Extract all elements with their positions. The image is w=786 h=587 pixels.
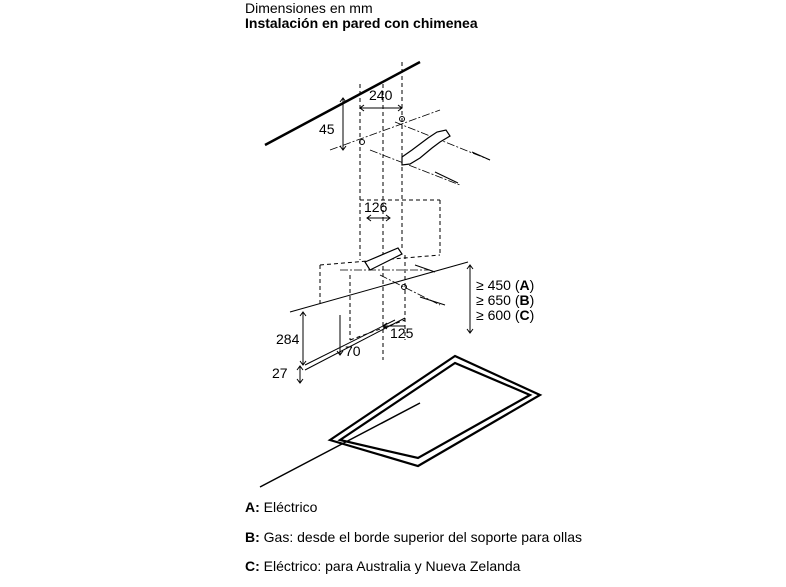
- diagram-title: Instalación en pared con chimenea: [245, 15, 478, 31]
- dim-284-line: [299, 311, 307, 366]
- dim-27-label: 27: [272, 365, 288, 381]
- dim-45-line: [339, 97, 347, 151]
- chimney-outline: [319, 62, 441, 360]
- dim-b-label: ≥ 650 (B): [476, 292, 534, 308]
- dim-70-line: [336, 315, 344, 356]
- lower-screws: [401, 264, 446, 306]
- legend-c-key: C:: [245, 558, 260, 574]
- dim-126-line: [366, 214, 391, 222]
- dim-284-label: 284: [276, 331, 300, 347]
- upper-bracket: [401, 129, 451, 166]
- dim-45-label: 45: [319, 121, 335, 137]
- dim-70-label: 70: [345, 343, 361, 359]
- upper-screws: [359, 116, 491, 184]
- dim-126-label: 126: [364, 199, 388, 215]
- legend-a: A: Eléctrico: [245, 500, 565, 515]
- legend-a-key: A:: [245, 499, 260, 515]
- legend-b-text: Gas: desde el borde superior del soporte…: [263, 529, 582, 545]
- legend-b: B: Gas: desde el borde superior del sopo…: [245, 530, 583, 545]
- dim-240-line: [359, 104, 403, 112]
- dim-125-label: 125: [390, 325, 414, 341]
- counter-line: [259, 402, 421, 488]
- dim-height-line: [466, 264, 474, 334]
- lower-bracket: [364, 247, 403, 271]
- dim-240-label: 240: [369, 87, 393, 103]
- legend-c-text: Eléctrico: para Australia y Nueva Zeland…: [263, 558, 521, 574]
- dim-27-line: [296, 365, 304, 384]
- dim-a-label: ≥ 450 (A): [476, 277, 534, 293]
- dim-125-line: [382, 322, 405, 330]
- diagram-units-label: Dimensiones en mm: [245, 0, 373, 16]
- centre-lines: [329, 109, 491, 306]
- hood-lower-edge-2: [304, 319, 396, 366]
- hood-bottom-line: [289, 261, 469, 313]
- legend-a-text: Eléctrico: [263, 499, 318, 515]
- legend-b-key: B:: [245, 529, 260, 545]
- cooktop: [327, 354, 543, 468]
- hood-lower-edge: [304, 317, 406, 371]
- dim-c-label: ≥ 600 (C): [476, 307, 534, 323]
- legend-c: C: Eléctrico: para Australia y Nueva Zel…: [245, 559, 583, 574]
